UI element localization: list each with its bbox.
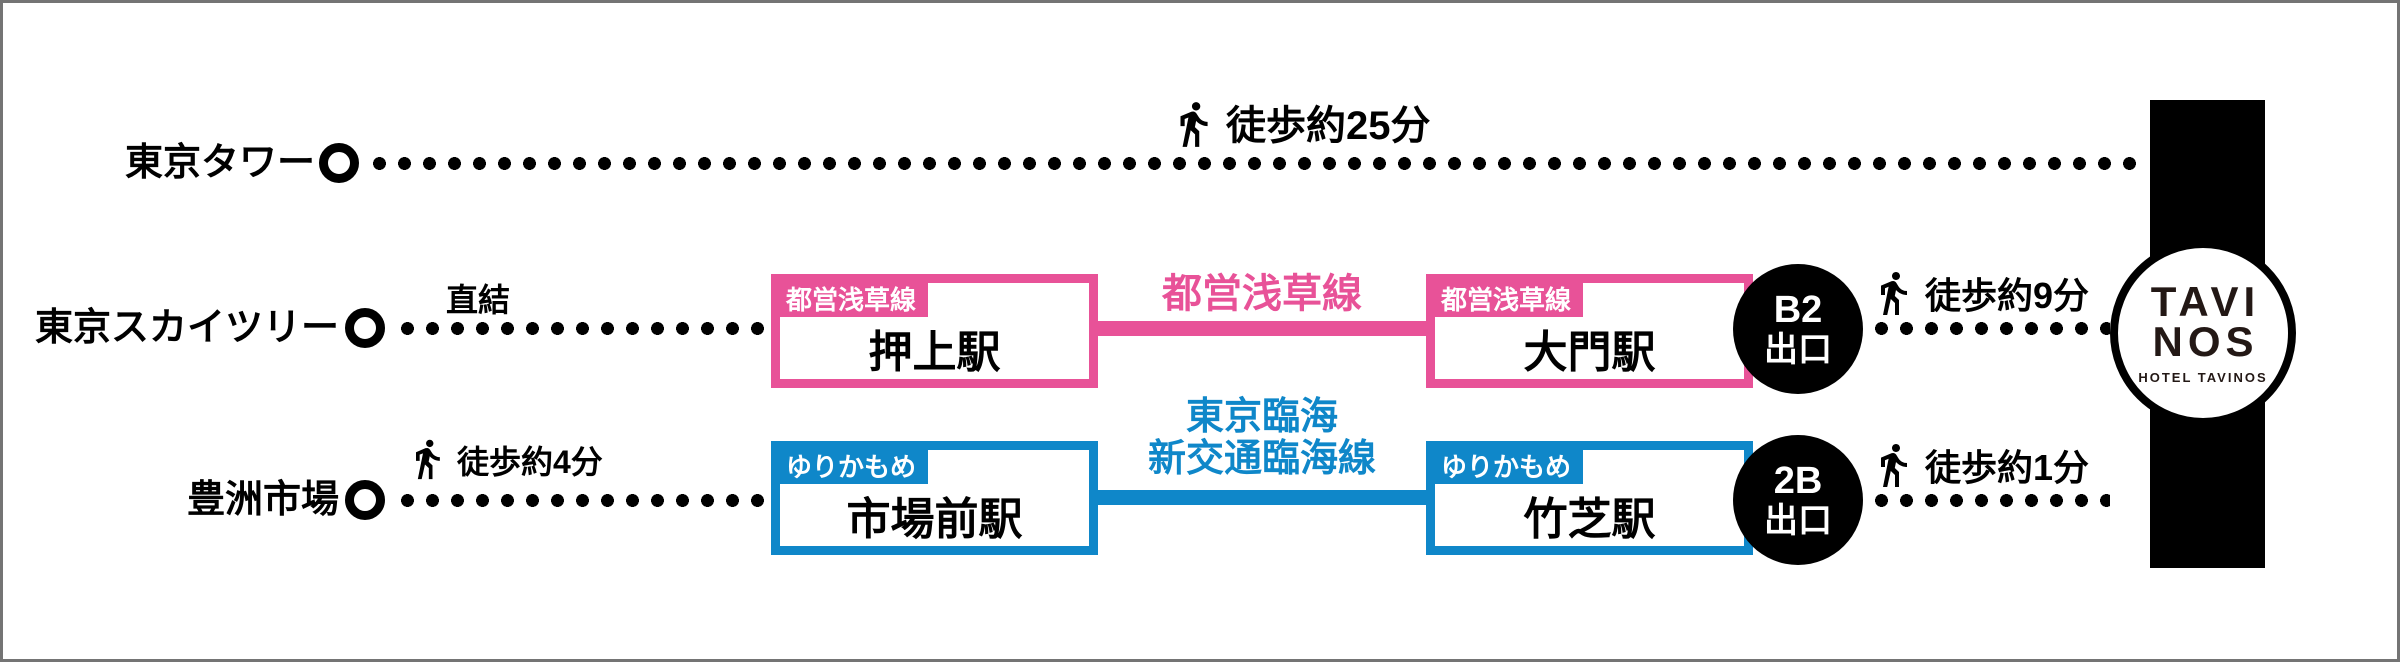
dotted-route-path <box>395 322 771 335</box>
walk-info: 徒歩約9分 <box>1869 266 2089 318</box>
line-badge: ゆりかもめ <box>780 450 929 484</box>
rail-line-label-line2: 新交通臨海線 <box>1147 438 1376 480</box>
exit-code: B2 <box>1773 289 1823 331</box>
walking-icon <box>1180 102 1208 147</box>
line-badge: ゆりかもめ <box>1435 450 1584 484</box>
walk-info: 徒歩約4分 <box>405 436 603 482</box>
hotel-logo-text-line2: NOS <box>2152 317 2259 365</box>
rail-line-connector <box>1098 321 1426 336</box>
rail-line-label-line1: 東京臨海 <box>1185 396 1338 438</box>
station-box-daimon: 都営浅草線 大門駅 <box>1426 274 1753 388</box>
walking-icon <box>1881 444 1907 487</box>
station-name: 市場前駅 <box>846 495 1023 544</box>
dotted-route-path <box>367 157 2148 170</box>
line-badge: 都営浅草線 <box>780 283 929 317</box>
walk-duration-label: 徒歩約25分 <box>1226 104 1431 148</box>
walk-info: 徒歩約25分 <box>1168 98 1431 150</box>
exit-code: 2B <box>1773 460 1823 502</box>
dotted-route-path <box>1869 494 2110 507</box>
walk-info: 徒歩約1分 <box>1869 438 2089 490</box>
origin-marker-icon <box>345 480 385 520</box>
exit-circle-b2: B2 出口 <box>1733 264 1863 394</box>
hotel-logo-text-line1: TAVI <box>2150 277 2261 325</box>
origin-label-tokyo-skytree: 東京スカイツリー <box>34 307 339 349</box>
hotel-logo-subtitle: HOTEL TAVINOS <box>2138 369 2268 385</box>
line-badge: 都営浅草線 <box>1435 283 1584 317</box>
station-name: 押上駅 <box>868 328 1001 377</box>
station-box-takeshiba: ゆりかもめ 竹芝駅 <box>1426 441 1753 555</box>
exit-word: 出口 <box>1764 331 1832 369</box>
walking-icon <box>416 439 440 480</box>
hotel-logo-circle: TAVI NOS HOTEL TAVINOS <box>2110 240 2296 426</box>
rail-line-label: 東京臨海 新交通臨海線 <box>1098 396 1426 480</box>
direct-connection-label: 直結 <box>445 282 510 318</box>
walk-duration-label: 徒歩約9分 <box>1925 275 2090 316</box>
exit-word: 出口 <box>1764 502 1832 540</box>
rail-line-connector <box>1098 490 1426 505</box>
origin-marker-icon <box>345 308 385 348</box>
origin-label-toyosu-market: 豊洲市場 <box>186 479 339 521</box>
walking-icon <box>1881 272 1907 315</box>
station-box-shijomae: ゆりかもめ 市場前駅 <box>771 441 1098 555</box>
dotted-route-path <box>395 494 771 507</box>
origin-marker-icon <box>319 143 359 183</box>
rail-line-label: 都営浅草線 <box>1162 272 1362 316</box>
walk-duration-label: 徒歩約4分 <box>457 444 603 480</box>
dotted-route-path <box>1869 322 2110 335</box>
origin-label-tokyo-tower: 東京タワー <box>124 142 315 184</box>
station-name: 竹芝駅 <box>1523 495 1656 544</box>
walk-duration-label: 徒歩約1分 <box>1925 447 2090 488</box>
exit-circle-2b: 2B 出口 <box>1733 435 1863 565</box>
station-name: 大門駅 <box>1523 328 1656 377</box>
station-box-oshiage: 都営浅草線 押上駅 <box>771 274 1098 388</box>
